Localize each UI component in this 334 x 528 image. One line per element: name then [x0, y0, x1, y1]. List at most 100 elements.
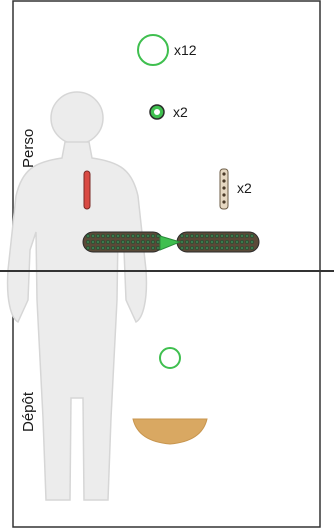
board-dot	[106, 240, 110, 244]
board-dot	[215, 240, 219, 244]
depot-ring-item[interactable]	[159, 347, 181, 369]
board-dot	[250, 234, 254, 238]
board-dot	[190, 246, 194, 250]
board-dot	[230, 234, 234, 238]
board-dot	[151, 240, 155, 244]
large-ring-item[interactable]	[137, 34, 169, 66]
board-dot	[195, 246, 199, 250]
board-dot	[245, 240, 249, 244]
board-dot	[141, 234, 145, 238]
board-dot	[230, 246, 234, 250]
large-ring-count: x12	[174, 42, 197, 58]
board-dot	[156, 234, 160, 238]
dotted-board-item[interactable]	[82, 231, 260, 253]
board-dot	[96, 234, 100, 238]
board-dot	[156, 246, 160, 250]
depot-zone-label: Dépôt	[20, 391, 37, 432]
board-dot	[240, 234, 244, 238]
board-dot	[245, 246, 249, 250]
board-dot	[96, 240, 100, 244]
board-dot	[180, 234, 184, 238]
small-ring-item[interactable]	[149, 104, 165, 120]
board-dot	[126, 234, 130, 238]
board-dot	[101, 240, 105, 244]
board-dot	[225, 240, 229, 244]
board-dot	[185, 240, 189, 244]
red-bar-item[interactable]	[83, 170, 91, 210]
board-dot	[116, 234, 120, 238]
board-dot	[250, 246, 254, 250]
board-dot	[190, 240, 194, 244]
board-dot	[220, 240, 224, 244]
board-dot	[126, 240, 130, 244]
board-dot	[250, 240, 254, 244]
board-dot	[121, 246, 125, 250]
board-dot	[200, 240, 204, 244]
board-dot	[96, 246, 100, 250]
board-dot	[111, 240, 115, 244]
dotted-bar-item[interactable]	[219, 168, 229, 210]
board-dot	[141, 240, 145, 244]
board-dot	[86, 246, 90, 250]
board-dot	[86, 240, 90, 244]
board-dot	[235, 246, 239, 250]
board-dot	[111, 246, 115, 250]
perso-zone-label: Perso	[20, 129, 37, 168]
board-dot	[146, 234, 150, 238]
board-dot	[106, 234, 110, 238]
board-dot	[86, 234, 90, 238]
board-dot	[91, 240, 95, 244]
board-dot	[205, 240, 209, 244]
board-dot	[111, 234, 115, 238]
board-dot	[131, 234, 135, 238]
small-ring-count: x2	[173, 104, 188, 120]
board-dot	[151, 234, 155, 238]
board-dot	[126, 246, 130, 250]
board-dot	[131, 246, 135, 250]
board-dot	[215, 234, 219, 238]
board-dots	[86, 234, 254, 250]
board-dot	[215, 246, 219, 250]
board-dot	[220, 246, 224, 250]
board-dot	[245, 234, 249, 238]
board-dot	[210, 240, 214, 244]
board-dot	[200, 246, 204, 250]
board-dot	[205, 246, 209, 250]
board-dot	[180, 246, 184, 250]
board-dot	[210, 234, 214, 238]
board-dot	[185, 234, 189, 238]
board-dot	[195, 234, 199, 238]
board-dot	[190, 234, 194, 238]
board-dot	[195, 240, 199, 244]
board-dot	[151, 246, 155, 250]
board-dot	[136, 240, 140, 244]
board-dot	[156, 240, 160, 244]
board-dot	[136, 246, 140, 250]
board-dot	[235, 240, 239, 244]
board-dot	[101, 234, 105, 238]
board-dot	[225, 234, 229, 238]
board-dot	[220, 234, 224, 238]
board-dot	[91, 234, 95, 238]
board-dot	[146, 240, 150, 244]
board-dot	[101, 246, 105, 250]
board-dot	[205, 234, 209, 238]
board-dot	[235, 234, 239, 238]
board-dot	[185, 246, 189, 250]
board-dot	[121, 240, 125, 244]
board-dot	[146, 246, 150, 250]
board-connector	[159, 235, 182, 251]
board-dot	[210, 246, 214, 250]
bowl-item[interactable]	[132, 418, 208, 445]
board-dot	[116, 240, 120, 244]
board-dot	[91, 246, 95, 250]
board-dot	[131, 240, 135, 244]
board-dot	[230, 240, 234, 244]
board-dot	[200, 234, 204, 238]
board-dot	[225, 246, 229, 250]
board-dot	[136, 234, 140, 238]
board-dot	[240, 240, 244, 244]
board-dot	[106, 246, 110, 250]
board-dot	[116, 246, 120, 250]
